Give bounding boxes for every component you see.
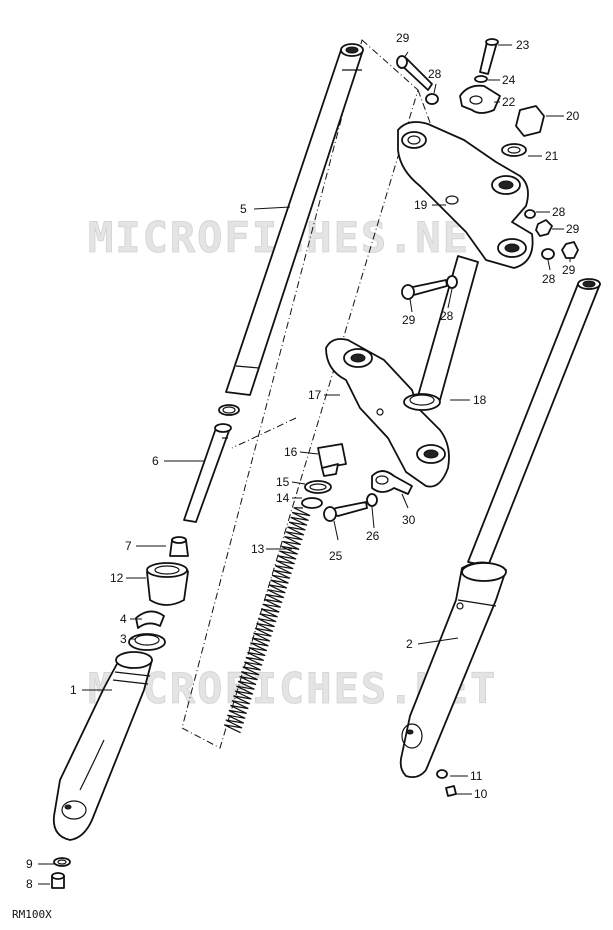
fork-cap-bolt [317,443,347,477]
cap-o-ring [304,480,332,494]
model-code: RM100X [12,908,52,921]
fork-spring [223,507,311,734]
spring-seat [301,497,323,509]
leader-lines [38,44,571,885]
label-part-2: 2 [406,637,413,651]
label-part-30: 30 [402,513,416,527]
damper-rod [183,423,232,523]
washer-28-lower [446,275,458,289]
nut-29-right-top [535,219,553,237]
label-part-10: 10 [474,787,488,801]
pinch-bolt-top [396,55,433,91]
label-part-29-right-top: 29 [566,222,580,236]
label-part-18: 18 [473,393,487,407]
label-part-28-right: 28 [542,272,556,286]
washer-26 [366,493,378,507]
label-part-14: 14 [276,491,290,505]
label-part-5: 5 [240,202,247,216]
bolt-10 [445,785,457,797]
part-labels: 5 6 7 12 4 3 1 9 8 13 14 15 16 17 18 19 … [26,31,580,891]
label-part-21: 21 [545,149,559,163]
label-part-29-lower: 29 [402,313,416,327]
nut-29-right-lower [561,241,579,259]
right-fork-leg [399,278,601,779]
label-part-6: 6 [152,454,159,468]
label-part-13: 13 [251,542,265,556]
label-part-16: 16 [284,445,298,459]
clamp-bolt-23 [479,38,499,75]
circlip [135,610,165,629]
label-part-15: 15 [276,475,290,489]
label-part-7: 7 [125,539,132,553]
drain-washer [53,857,71,867]
pinch-bolt-lower [323,501,368,522]
label-part-23: 23 [516,38,530,52]
inner-fork-tube [225,43,364,396]
steering-stem [403,255,479,411]
o-ring-small [218,404,240,416]
label-part-11: 11 [470,769,483,783]
label-part-3: 3 [120,632,127,646]
label-part-22: 22 [502,95,516,109]
outer-tube-left [52,651,153,841]
label-part-24: 24 [502,73,516,87]
label-part-4: 4 [120,612,127,626]
handlebar-clamp [459,84,501,114]
label-part-9: 9 [26,857,33,871]
label-part-29-right: 29 [562,263,576,277]
label-part-8: 8 [26,877,33,891]
label-part-20: 20 [566,109,580,123]
washer-28-right [541,248,555,260]
label-part-28-right-top: 28 [552,205,566,219]
label-part-19: 19 [414,198,428,212]
label-part-1: 1 [70,683,77,697]
oil-seal [128,633,166,651]
label-part-12: 12 [110,571,124,585]
washer-24 [474,75,488,83]
label-part-28-top: 28 [428,67,442,81]
stem-nut [515,105,545,137]
label-part-25: 25 [329,549,343,563]
washer-28-top [425,93,439,105]
cable-guide [371,470,413,495]
stem-washer [501,143,527,157]
washer-28-right-top [524,209,536,219]
drain-bolt [51,872,65,889]
label-part-28-lower: 28 [440,309,454,323]
lower-bracket [325,338,450,488]
oil-lock-piece [146,562,189,606]
assembly-outline [181,39,433,749]
label-part-17: 17 [308,388,322,402]
washer-11 [436,769,448,779]
upper-bracket [397,121,534,269]
damper-rod-piece [169,536,189,557]
pinch-bolt-lower-left [401,279,448,300]
label-part-26: 26 [366,529,380,543]
label-part-29-top: 29 [396,31,410,45]
